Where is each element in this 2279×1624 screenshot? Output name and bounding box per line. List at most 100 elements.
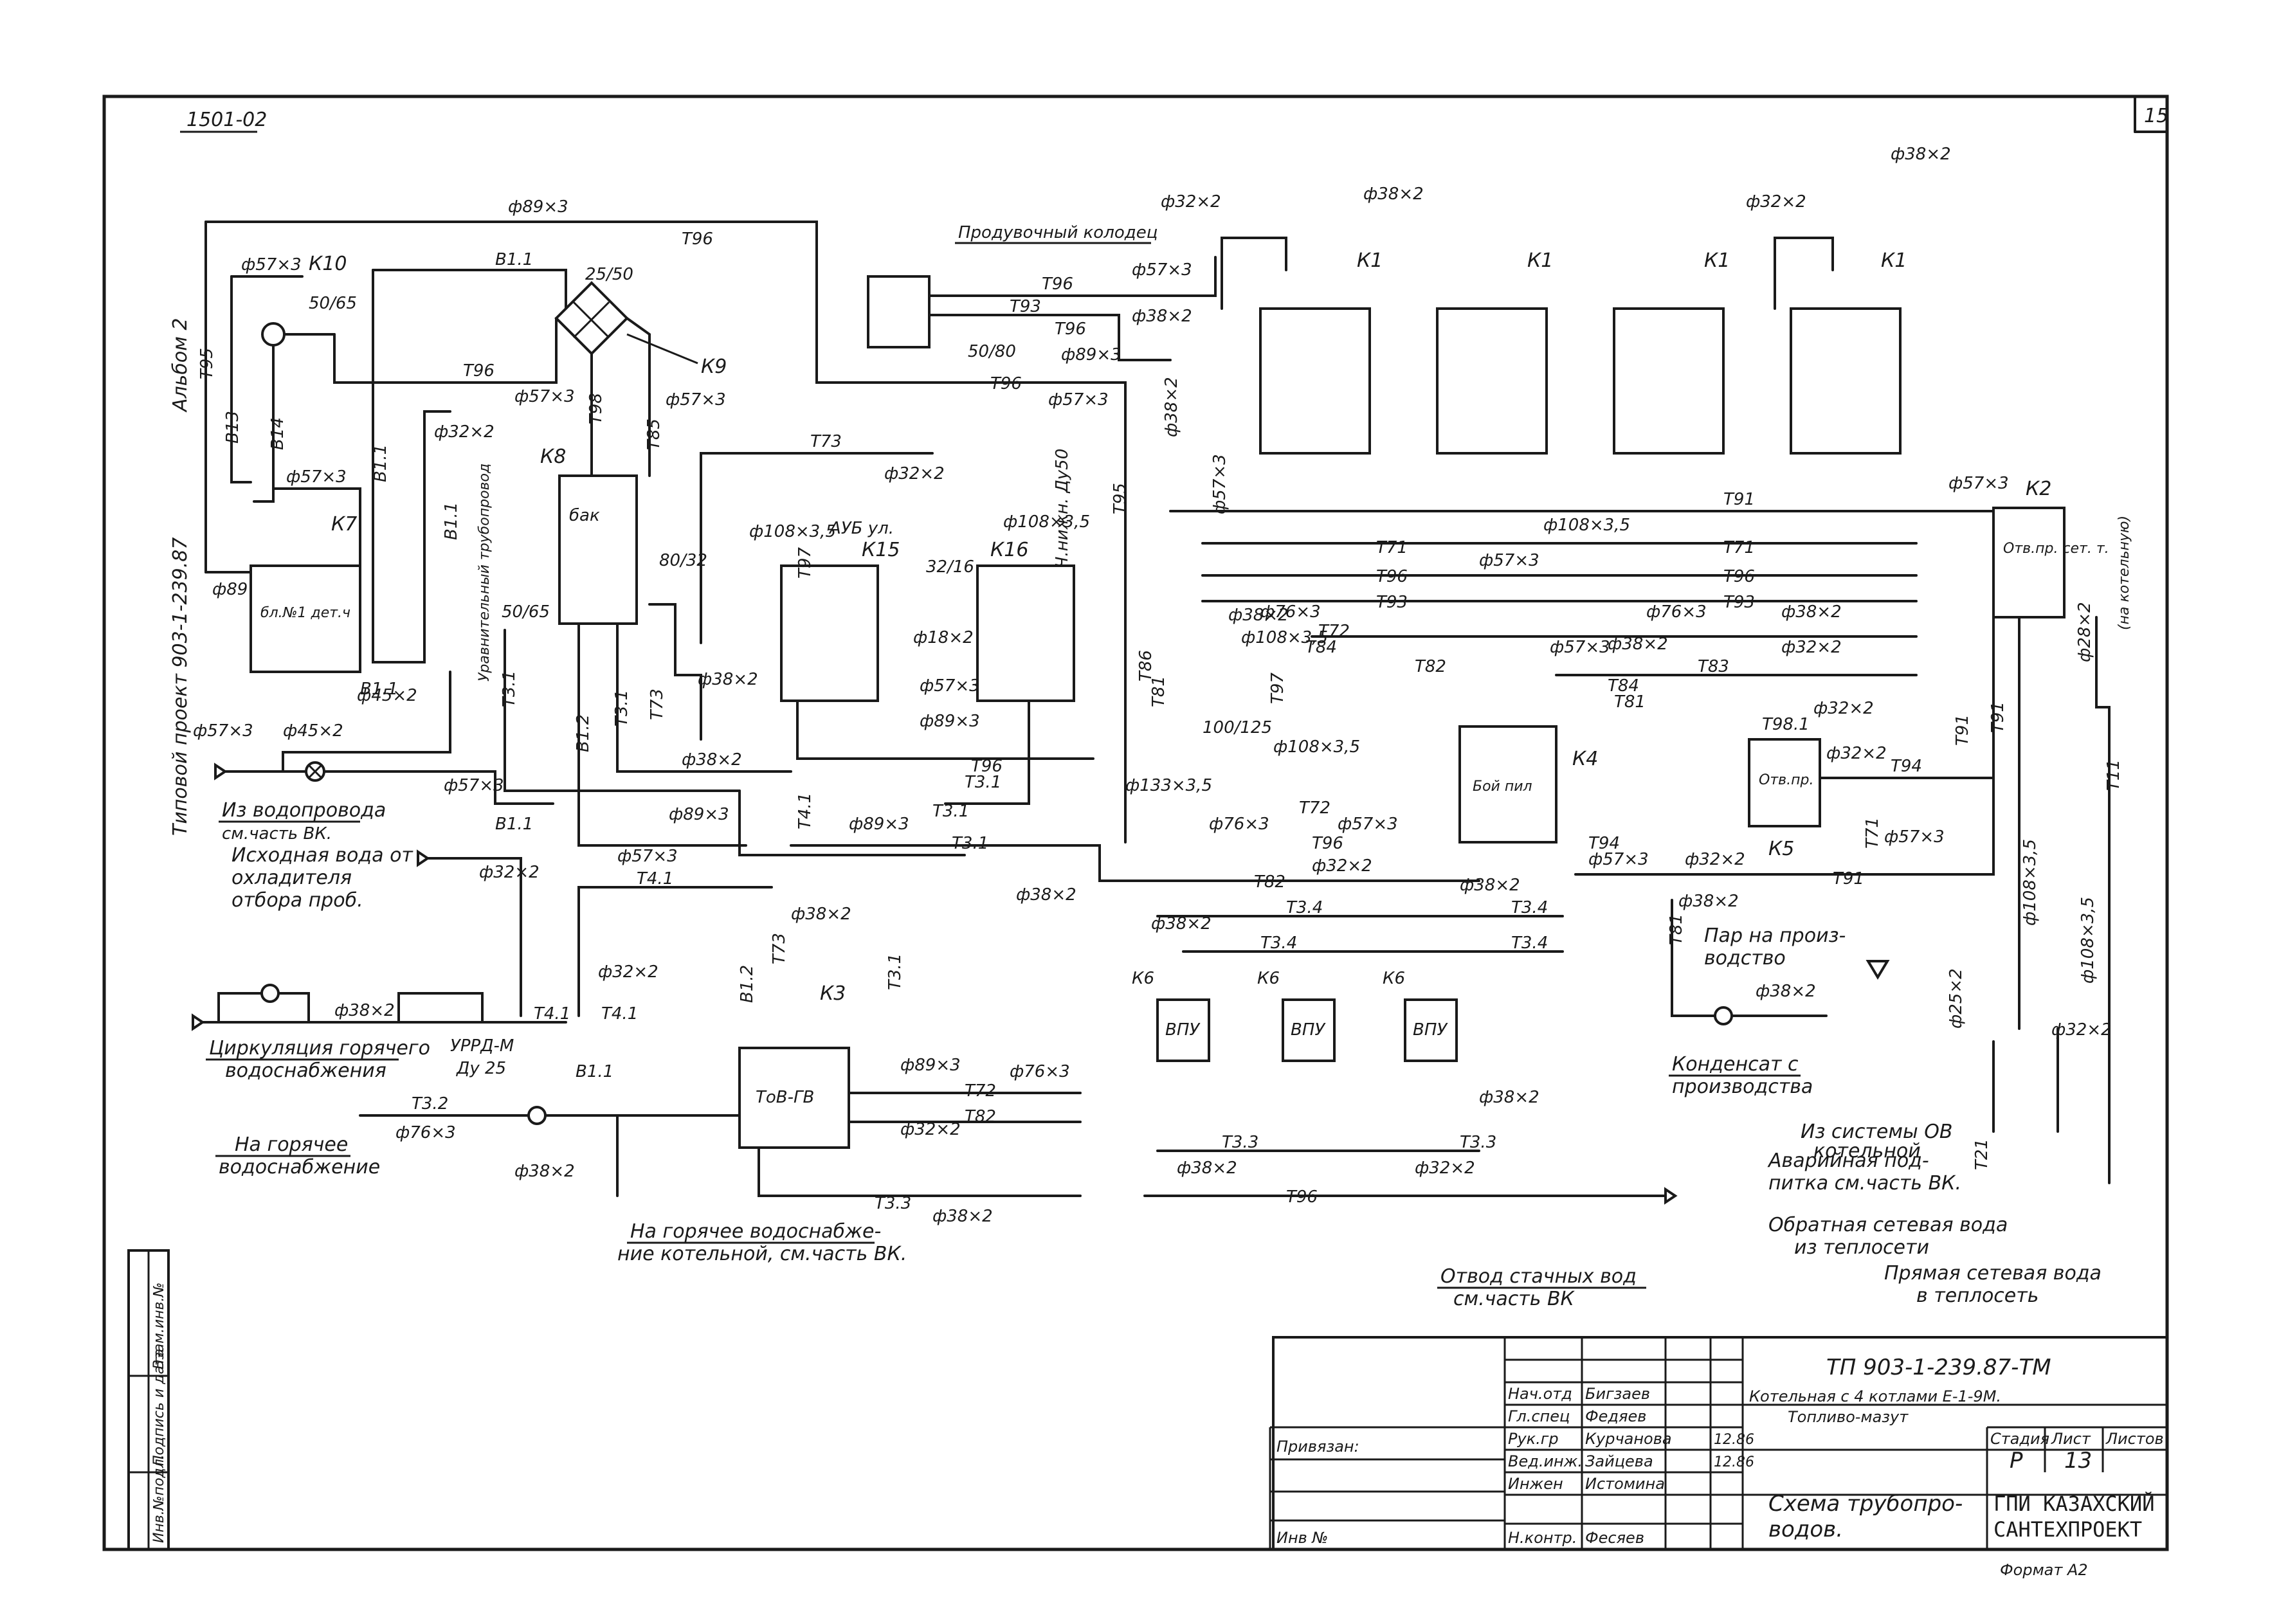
dim-38x2-mid2: ф38×2 <box>1228 606 1289 625</box>
pipe-label-t73-k8: Т73 <box>648 689 667 720</box>
pipe-label-b11-mid: В1.1 <box>442 502 461 540</box>
dim-57x3-k2: ф57×3 <box>1948 474 2009 493</box>
pipe-label-t31-c: Т3.1 <box>952 834 988 853</box>
pipe-t33-k3 <box>758 1146 1082 1197</box>
pipe-label-t31-k3: Т3.1 <box>885 953 905 990</box>
tb-stage-label: Стадия <box>1990 1430 2049 1448</box>
pipe-k9-out <box>626 317 651 387</box>
pipe-label-t93-blow: Т93 <box>1010 297 1041 316</box>
tb-name-3: Курчанова <box>1585 1430 1672 1448</box>
tb-name-2: Федяев <box>1585 1407 1646 1425</box>
vpu-3-label: ВПУ <box>1413 1020 1448 1040</box>
title-block <box>1272 1336 2168 1551</box>
valve-5065-k8: 50/65 <box>502 602 550 622</box>
tb-doc-code: ТП 903-1-239.87-ТМ <box>1826 1355 2051 1380</box>
pipe-label-t34-a: Т3.4 <box>1286 898 1323 917</box>
unit-k2 <box>1992 507 2066 618</box>
tb-sheet-title-1: Схема трубопро- <box>1768 1491 1963 1517</box>
dim-57x3-inlet: ф57×3 <box>193 721 253 741</box>
label-condensate: Конденсат с <box>1672 1053 1799 1076</box>
pipe-label-t85: Т85 <box>644 419 664 450</box>
dim-38x2-right: ф38×2 <box>1162 377 1181 437</box>
dim-32x2-source: ф32×2 <box>479 863 540 882</box>
valve-8032: 80/32 <box>659 551 707 570</box>
dim-32x2-mid: ф32×2 <box>1312 856 1372 876</box>
pipe-label-t97-k15: Т97 <box>795 547 815 579</box>
dim-57x3-k10: ф57×3 <box>241 255 302 275</box>
pipe-label-t41-circ: Т4.1 <box>534 1004 570 1024</box>
label-balance-pipe: Уравнительный трубопровод <box>477 464 493 681</box>
tb-bound-label: Привязан: <box>1276 1438 1359 1456</box>
label-hot-water: На горячее <box>235 1133 348 1156</box>
label-circulation: Циркуляция горячего <box>209 1037 430 1060</box>
circulation-pump-icon <box>260 984 280 1003</box>
pipe-b11-k9 <box>372 269 567 310</box>
typical-project-label: Типовой проект 903-1-239.87 <box>169 537 192 836</box>
pipe-label-b11-inlet: В1.1 <box>360 680 398 699</box>
pipe-label-b11-down: В1.1 <box>495 815 533 834</box>
pipe-label-t94: Т94 <box>1891 757 1922 776</box>
dim-32x2-k7: ф32×2 <box>434 422 495 442</box>
label-ov-system-2: котельной <box>1813 1140 1921 1162</box>
dim-108x3-k15: ф108×3,5 <box>749 522 836 541</box>
dim-108x3-k16: ф108×3,5 <box>1003 512 1090 532</box>
sheet-frame <box>102 95 2169 1551</box>
dim-38x2-k3b: ф38×2 <box>932 1207 993 1226</box>
pipe-label-t41-k15: Т4.1 <box>795 793 815 829</box>
tb-sheet-label: Лист <box>2051 1430 2091 1448</box>
pipe-k16-drain <box>944 699 1030 805</box>
label-to-boilers: (на котельную) <box>2116 516 2132 630</box>
dim-32x2-k5: ф32×2 <box>1826 744 1887 763</box>
vpu-1 <box>1156 998 1210 1062</box>
unit-blow-well <box>867 275 931 348</box>
pipe-circulation-c <box>397 992 484 1024</box>
dim-76x3-k4: ф76×3 <box>1646 602 1707 622</box>
pipe-t41 <box>577 886 773 1017</box>
tb-date-4: 12.86 <box>1714 1454 1754 1470</box>
vpu-3 <box>1404 998 1458 1062</box>
pipe-label-t41: Т4.1 <box>637 869 673 889</box>
unit-k3-note: ТоВ-ГВ <box>756 1088 814 1107</box>
pipe-label-t33-b: Т3.3 <box>1460 1133 1496 1152</box>
dim-38x2-vpu3: ф38×2 <box>1177 1159 1237 1178</box>
tb-role-6: Н.контр. <box>1508 1529 1577 1547</box>
vpu-1-label: ВПУ <box>1165 1020 1201 1040</box>
unit-k3 <box>738 1047 850 1149</box>
dim-108x3-h: ф108×3,5 <box>1543 516 1630 535</box>
pipe-label-t96-h2: Т96 <box>1723 567 1755 586</box>
unit-k5-label: К5 <box>1768 838 1794 860</box>
pipe-b11-k7 <box>372 410 451 663</box>
pipe-label-t33-a: Т3.3 <box>1222 1133 1258 1152</box>
dim-57x3-k15: ф57×3 <box>920 676 980 696</box>
hotwater-pump-icon <box>527 1106 547 1125</box>
album-label: Альбом 2 <box>169 318 192 413</box>
dim-57x3-t41: ф57×3 <box>617 847 678 866</box>
pipe-label-t86: Т86 <box>1136 650 1156 681</box>
label-condensate-2: производства <box>1672 1076 1813 1098</box>
pipe-label-b13: В13 <box>223 411 242 444</box>
dim-76x3-mid2: ф76×3 <box>1260 602 1321 622</box>
pipe-label-t96-blow2: Т96 <box>1055 320 1086 339</box>
unit-k15-label: К15 <box>862 539 900 561</box>
dim-89x3-k3: ф89×3 <box>900 1056 961 1075</box>
tb-sheet: 13 <box>2064 1448 2092 1474</box>
tb-role-4: Вед.инж. <box>1508 1452 1583 1470</box>
dim-38x2-circ: ф38×2 <box>334 1001 395 1020</box>
sheet-number: 15 <box>2144 105 2168 127</box>
tb-org-1: ГПИ КАЗАХСКИЙ <box>1993 1492 2154 1516</box>
pipe-label-t34-a2: Т3.4 <box>1511 898 1548 917</box>
label-source-water-2: охладителя <box>232 867 352 889</box>
label-water-supply-2: см.часть ВК. <box>222 824 332 844</box>
unit-k9-leader <box>626 333 698 365</box>
side-stamp-sign: Подпись и дата <box>151 1349 167 1466</box>
dim-57x3-h: ф57×3 <box>1479 551 1539 570</box>
dim-18x2: ф18×2 <box>913 628 974 647</box>
boiler-k1-1 <box>1259 307 1371 455</box>
unit-k4 <box>1458 725 1557 844</box>
pipe-k7-57 <box>272 487 361 567</box>
pipe-label-t33-k3: Т3.3 <box>875 1194 911 1213</box>
label-supply-water: Прямая сетевая вода <box>1884 1262 2102 1285</box>
dim-76x3-k3: ф76×3 <box>1010 1062 1070 1081</box>
dim-38x2-t41: ф38×2 <box>1016 885 1076 905</box>
tb-sheet-title-2: водов. <box>1768 1517 1843 1542</box>
